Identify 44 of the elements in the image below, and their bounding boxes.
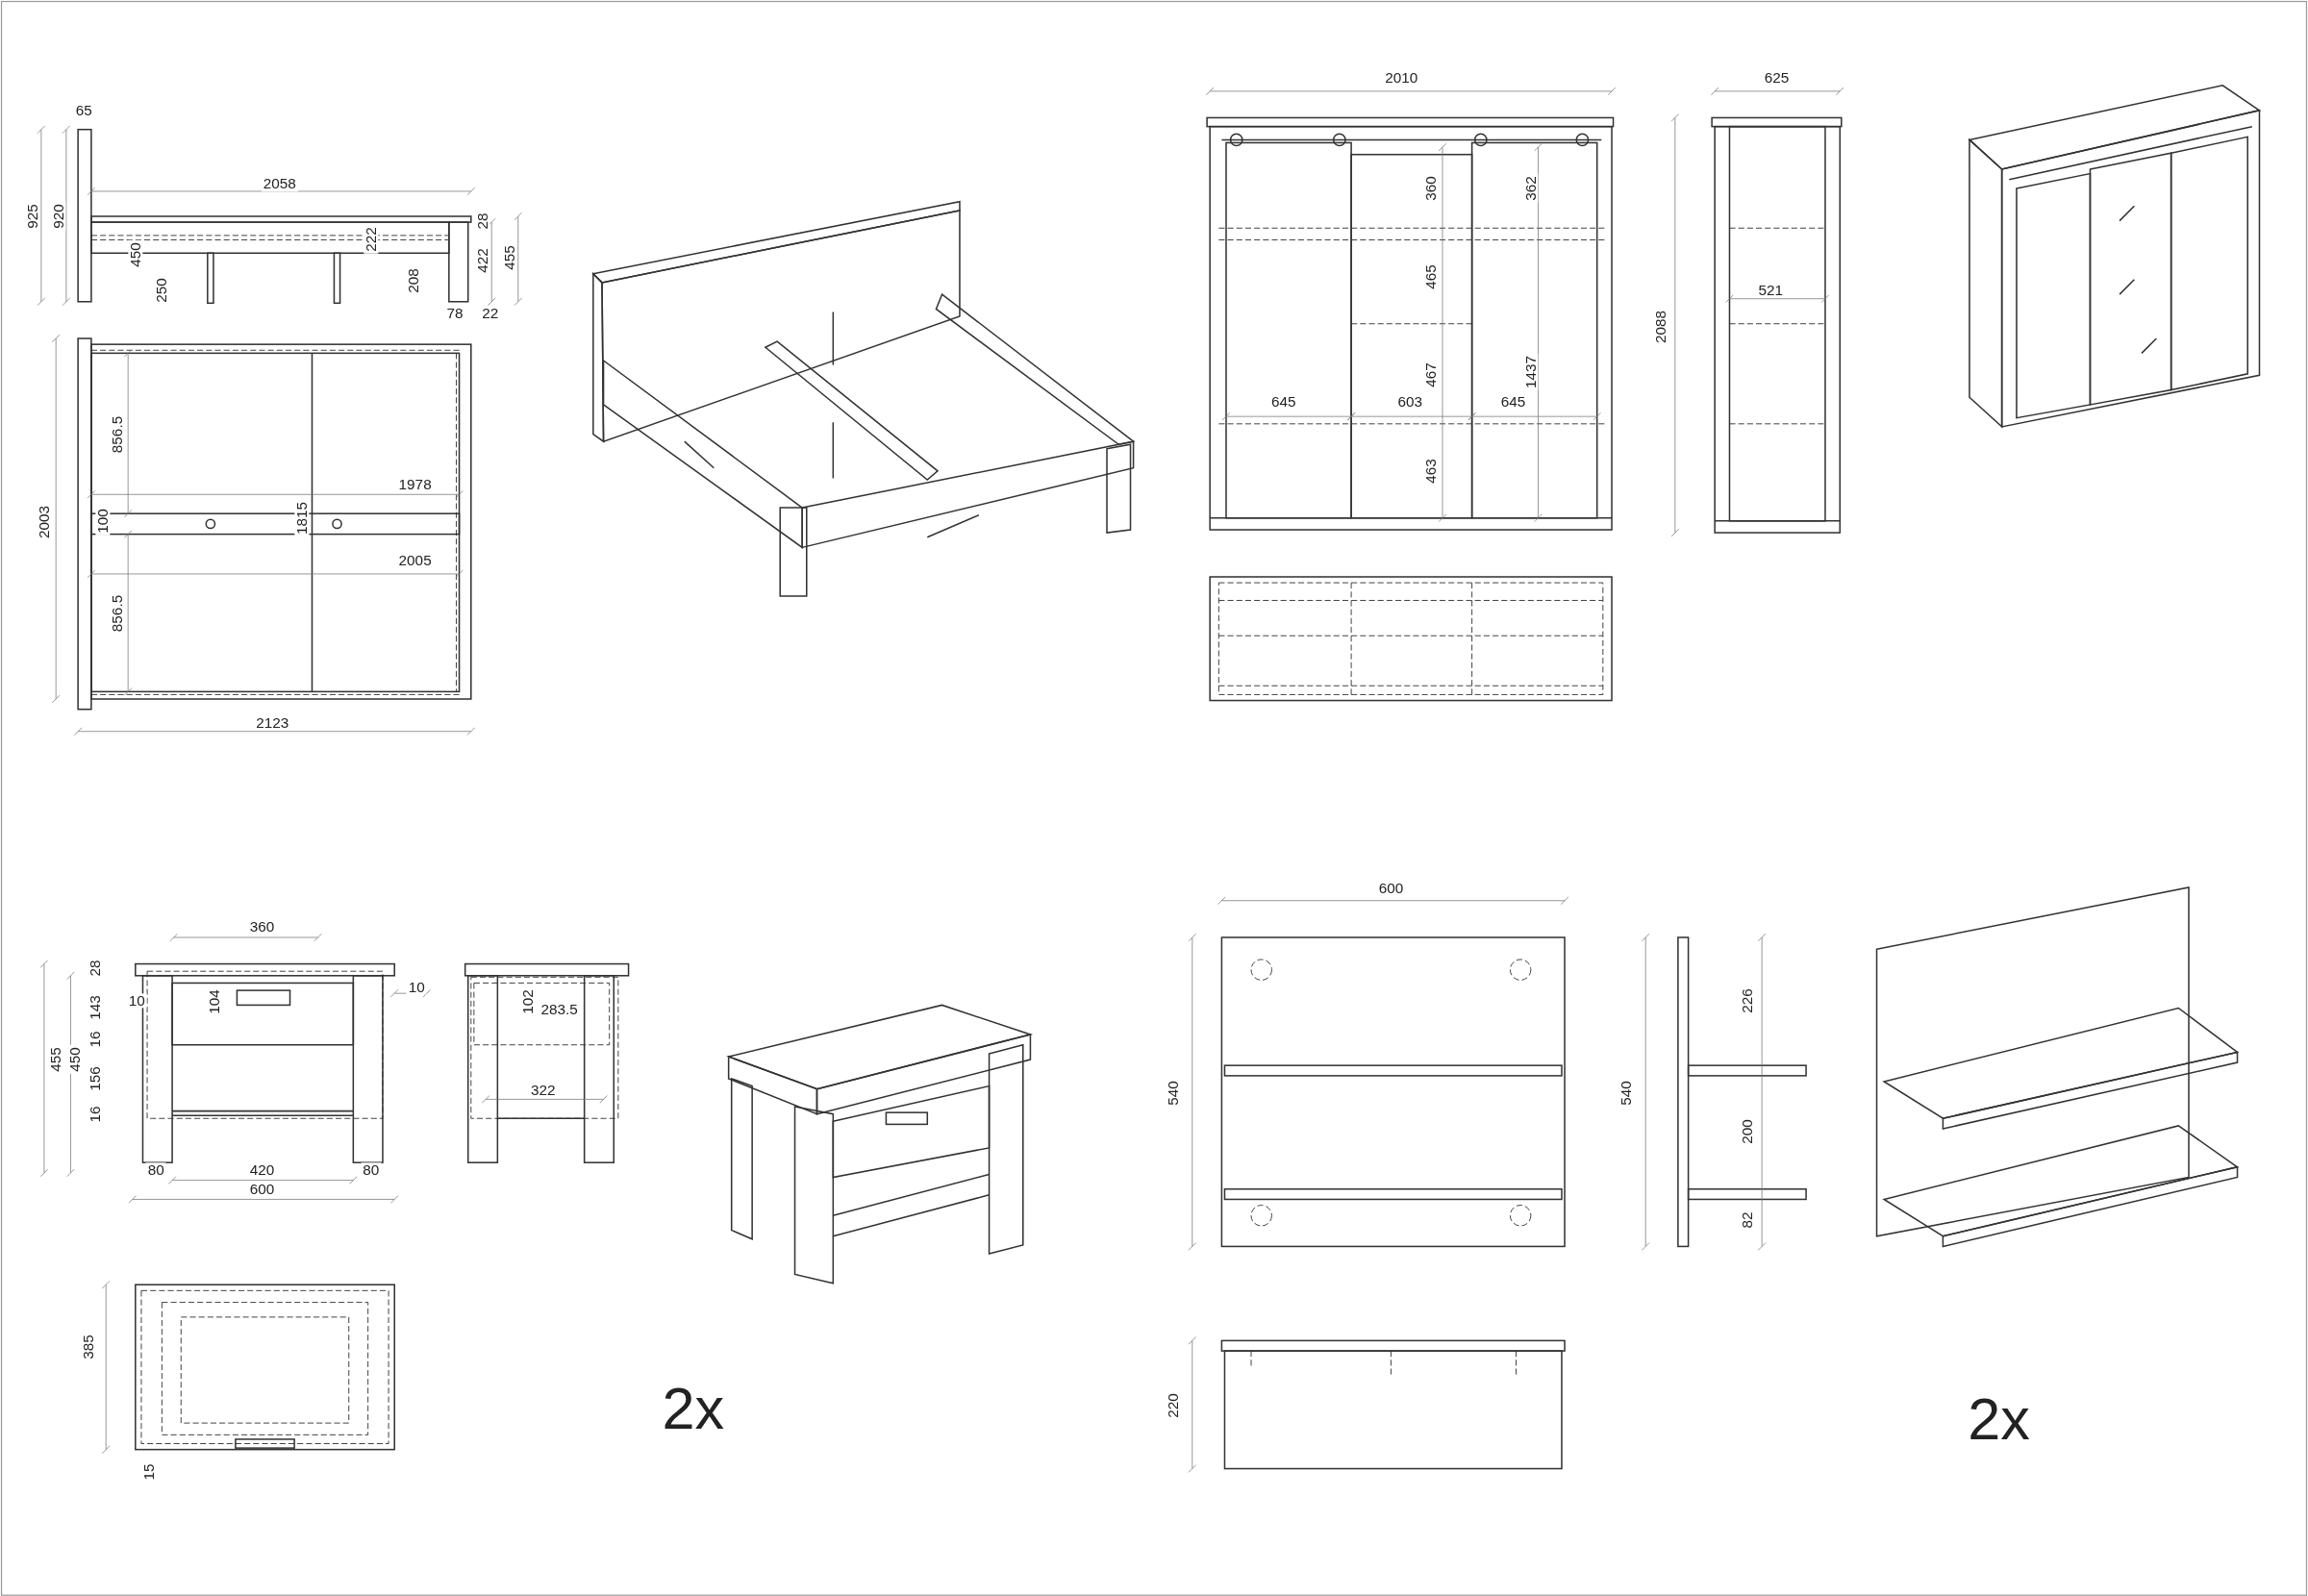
dimension-label: 82 (1740, 1209, 1755, 1231)
dimension-label: 450 (67, 1045, 83, 1074)
dimension-label: 1815 (294, 499, 310, 536)
dimension-label: 465 (1423, 262, 1439, 291)
dimension-label: 467 (1423, 361, 1439, 390)
dimension-label: 200 (1740, 1117, 1755, 1146)
dimension-label: 226 (1740, 986, 1755, 1015)
dimension-label: 65 (73, 103, 94, 118)
dimension-label: 540 (1618, 1079, 1634, 1108)
dimension-label: 10 (406, 980, 427, 995)
dimension-label: 2005 (396, 553, 434, 568)
dimension-label: 28 (475, 211, 490, 232)
dimension-label: 222 (364, 225, 379, 255)
dimension-label: 80 (361, 1162, 382, 1178)
dimension-label: 2058 (261, 176, 298, 191)
dimension-label: 360 (247, 919, 277, 935)
dimension-label: 2010 (1383, 70, 1420, 86)
dimension-label: 455 (48, 1045, 63, 1074)
dimension-label: 10 (126, 993, 147, 1009)
quantity-label: 2x (661, 1380, 726, 1439)
dimension-label: 22 (480, 306, 501, 321)
dimension-label: 78 (444, 306, 465, 321)
dimension-label: 362 (1523, 174, 1539, 203)
dimension-label: 80 (145, 1162, 166, 1178)
dimension-label: 2003 (37, 504, 52, 541)
dimension-label: 100 (95, 507, 111, 536)
dimension-label: 420 (247, 1162, 277, 1178)
dimension-label: 603 (1395, 394, 1425, 410)
dimension-label: 422 (475, 246, 490, 275)
dimension-label: 645 (1268, 394, 1298, 410)
dimension-label: 322 (529, 1083, 558, 1098)
dimension-label: 250 (154, 275, 169, 305)
dimension-label: 220 (1166, 1390, 1181, 1420)
dimension-label: 540 (1166, 1079, 1181, 1108)
dimension-label: 645 (1498, 394, 1528, 410)
dimension-label: 600 (247, 1182, 277, 1197)
dimension-label: 360 (1423, 174, 1439, 203)
dimension-label: 625 (1762, 70, 1792, 86)
dimension-label: 920 (51, 202, 66, 231)
quantity-label: 2x (1967, 1390, 2031, 1450)
dimension-label: 463 (1423, 457, 1439, 486)
dimension-label: 283.5 (539, 1002, 580, 1017)
dimension-label: 925 (25, 202, 40, 231)
dimension-label: 450 (128, 240, 143, 269)
